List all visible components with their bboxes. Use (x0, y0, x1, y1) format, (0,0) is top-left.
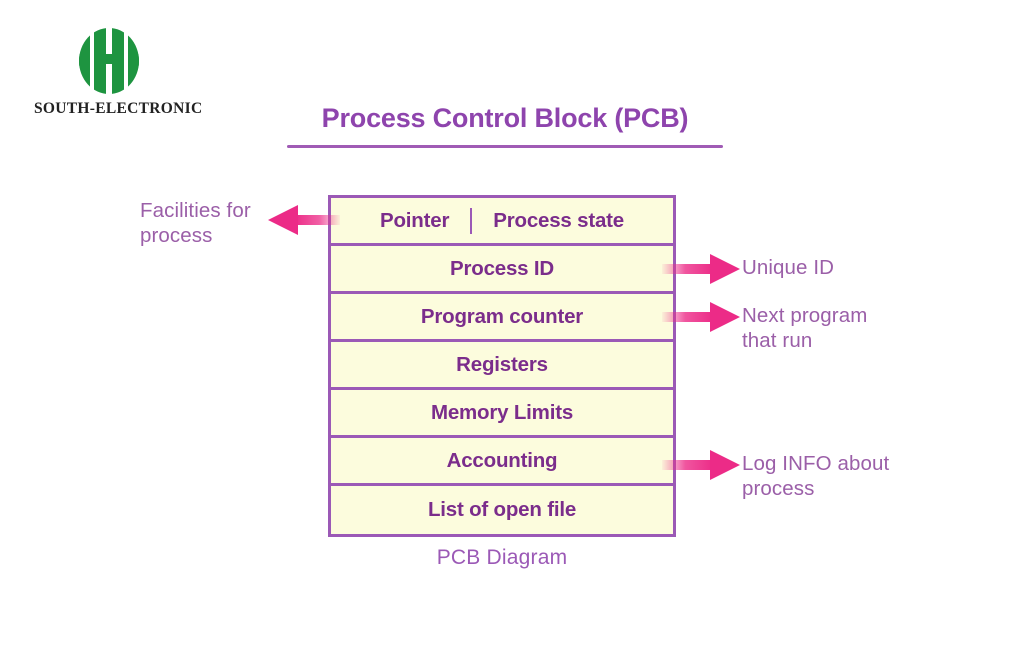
pcb-label-accounting: Accounting (446, 448, 558, 472)
annotation-line-1: Unique ID (742, 256, 835, 279)
annotation-line-1: Log INFO about (742, 452, 890, 475)
pcb-label-list-of-open-file: List of open file (427, 498, 577, 521)
arrow-right-icon (662, 254, 740, 284)
brand-logo-block: SOUTH-ELECTRONIC (34, 26, 203, 118)
page-title: Process Control Block (PCB) (321, 103, 689, 133)
annotation-line-1: Next program (742, 304, 868, 327)
pcb-label-memory-limits: Memory Limits (430, 400, 574, 424)
pcb-row-list-of-open-file: List of open file (331, 486, 673, 534)
pcb-diagram-caption: PCB Diagram (436, 546, 568, 569)
annotation-line-2: that run (742, 329, 813, 352)
brand-name: SOUTH-ELECTRONIC (34, 100, 203, 117)
south-electronic-logo-icon (79, 28, 139, 94)
pcb-label-pointer: Pointer (380, 208, 450, 232)
pcb-row-accounting: Accounting (331, 438, 673, 486)
pcb-diagram-table: Pointer Process state Process ID Program… (328, 195, 676, 537)
annotation-line-1: Facilities for (140, 199, 251, 222)
annotation-next-program-that-run: Next program that run (742, 303, 912, 353)
annotation-unique-id: Unique ID (742, 255, 834, 280)
annotation-log-info-about-process: Log INFO about process (742, 451, 927, 501)
pcb-row-divider (470, 207, 473, 234)
annotation-facilities-for-process: Facilities for process (140, 198, 300, 248)
annotation-line-2: process (742, 477, 815, 500)
pcb-row-pointer-process-state: Pointer Process state (331, 198, 673, 246)
arrow-left-icon (268, 205, 340, 235)
pcb-row-program-counter: Program counter (331, 294, 673, 342)
arrow-right-icon (662, 450, 740, 480)
pcb-row-split-container: Pointer Process state (380, 207, 624, 234)
pcb-label-process-state: Process state (493, 208, 624, 232)
pcb-row-memory-limits: Memory Limits (331, 390, 673, 438)
pcb-row-process-id: Process ID (331, 246, 673, 294)
pcb-label-process-id: Process ID (450, 256, 554, 280)
title-underline (287, 144, 723, 148)
title-block: Process Control Block (PCB) (287, 103, 723, 148)
arrow-right-icon (662, 302, 740, 332)
pcb-label-registers: Registers (456, 352, 548, 376)
pcb-label-program-counter: Program counter (420, 304, 584, 328)
pcb-row-registers: Registers (331, 342, 673, 390)
annotation-line-2: process (140, 224, 213, 247)
